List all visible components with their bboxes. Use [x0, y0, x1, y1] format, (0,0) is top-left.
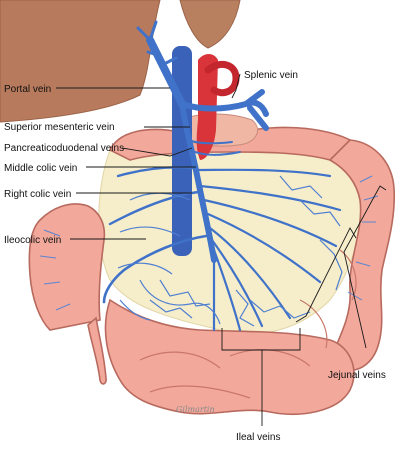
jejunal-loops	[328, 139, 396, 371]
ileal-loop-fold-1	[139, 349, 311, 399]
bowel-venules	[39, 175, 379, 311]
liver-right-lobe	[179, 0, 241, 49]
ascending-colon	[28, 203, 106, 331]
splenic-vein-vessel	[179, 89, 269, 131]
label-pancreaticoduodenal-veins: Pancreaticoduodenal veins	[4, 143, 124, 154]
leader-lines	[56, 73, 387, 426]
label-ileal-veins: Ileal veins	[236, 432, 280, 443]
label-middle-colic-vein: Middle colic vein	[4, 163, 77, 174]
label-splenic-vein: Splenic vein	[244, 70, 298, 81]
appendix	[87, 316, 107, 385]
portal-vein-vessel	[146, 36, 186, 108]
splenic-artery-loop	[204, 60, 240, 97]
label-portal-vein: Portal vein	[4, 84, 51, 95]
pancreaticoduodenal-vessels	[187, 139, 241, 156]
ileal-loops	[104, 298, 355, 415]
mesentery-shape	[98, 138, 361, 335]
mesenteric-vein-fan	[194, 168, 342, 332]
portal-vein-branches	[136, 20, 178, 66]
label-right-colic-vein: Right colic vein	[4, 189, 71, 200]
ileocolic-vessel	[102, 234, 208, 304]
label-superior-mesenteric-vein: Superior mesenteric vein	[4, 122, 115, 133]
label-ileocolic-vein: Ileocolic vein	[4, 235, 61, 246]
liver-shape	[0, 0, 161, 123]
label-jejunal-veins: Jejunal veins	[328, 370, 386, 381]
middle-colic-vessel	[116, 166, 196, 178]
artist-signature: Gilmartin	[176, 405, 215, 414]
